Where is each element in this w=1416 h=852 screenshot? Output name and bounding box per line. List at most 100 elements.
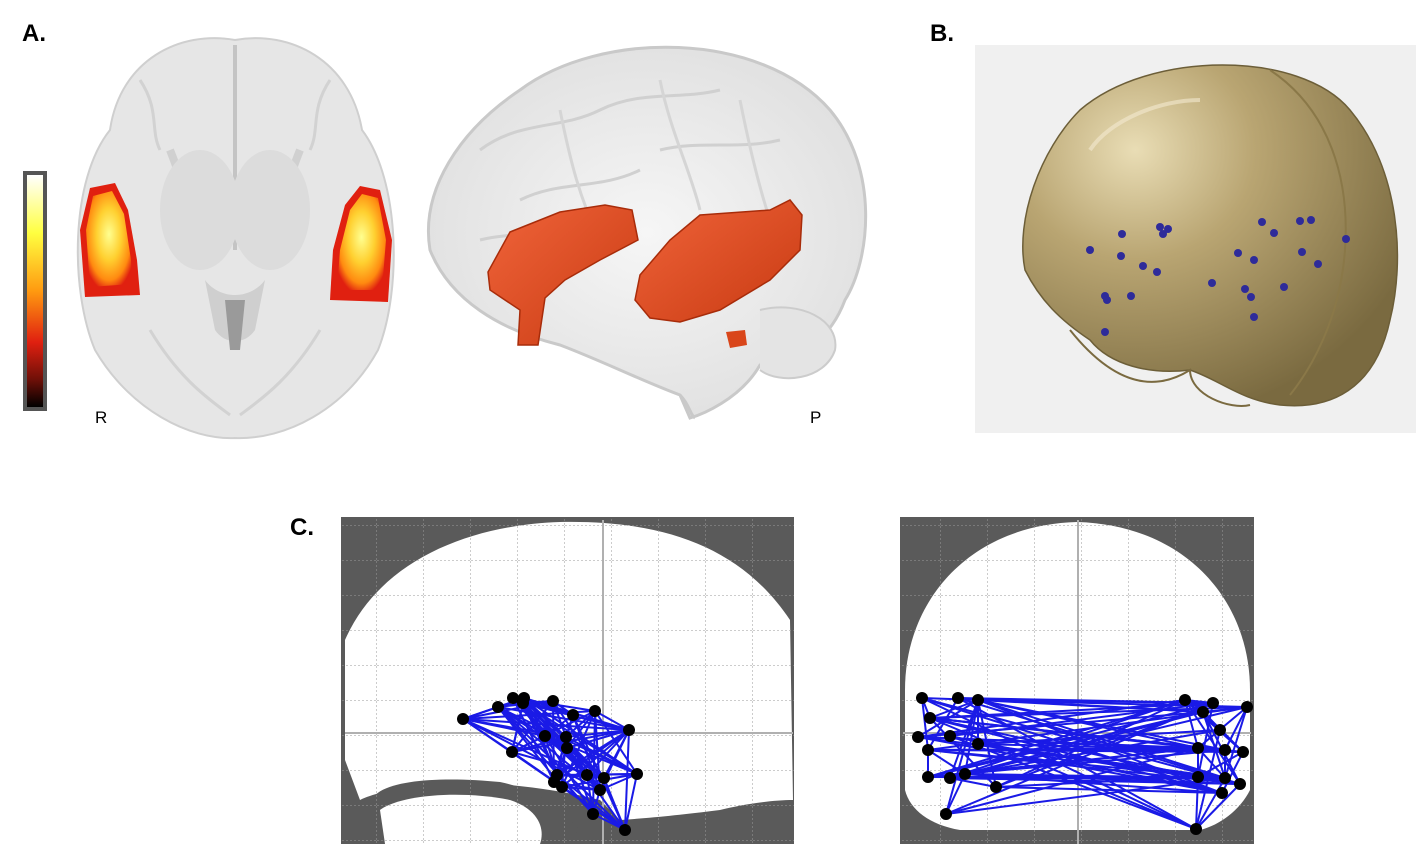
graph-node [940,808,952,820]
scalp-surface [1022,64,1399,407]
connection-line [995,786,1223,794]
graph-node [556,781,568,793]
connection-line [566,747,605,779]
graph-node [916,692,928,704]
connection-line [565,710,596,738]
electrode [1270,229,1278,237]
connection-line [512,697,555,783]
coronal-connections [917,697,1248,830]
graph-node [944,730,956,742]
electrode [1307,216,1315,224]
connection-line [921,697,929,751]
electrode [1250,313,1258,321]
connection-line [586,773,638,776]
electrode [1234,249,1242,257]
graph-node [457,713,469,725]
connection-line [1195,783,1241,830]
connection-line [462,700,554,720]
connection-line [561,786,601,791]
connection-line [927,749,1244,753]
electrode [1139,262,1147,270]
graph-node [587,808,599,820]
connection-line [1221,751,1244,794]
connection-line [927,699,1186,778]
electrode [1086,246,1094,254]
graph-node [1237,746,1249,758]
connection-line [561,729,630,788]
connection-line [995,699,1186,788]
electrode [1247,293,1255,301]
electrode-dots [1086,216,1350,336]
connection-line [964,747,1199,775]
electrode [1156,223,1164,231]
graph-node [972,738,984,750]
connection-line [927,711,1204,778]
electrode [1153,268,1161,276]
connection-line [624,729,630,831]
graph-node [547,695,559,707]
connection-line [1202,711,1226,779]
graph-node [1192,742,1204,754]
graph-node [990,781,1002,793]
connection-line [497,706,626,831]
electrode [1342,235,1350,243]
coronal-nodes [912,692,1253,835]
graph-node [912,731,924,743]
sagittal-nodes [457,692,643,836]
connection-line [1224,706,1248,751]
axial-brain-slice [76,37,395,440]
panel-c-label: C. [290,514,314,541]
connection-line [566,710,596,749]
connection-line [544,735,638,775]
electrode [1118,230,1126,238]
connection-line [1184,699,1199,749]
graph-node [567,709,579,721]
electrode [1280,283,1288,291]
connection-line [945,702,1214,815]
sagittal-glass-brain [341,517,794,844]
graph-node [623,724,635,736]
connection-line [511,702,524,753]
connection-line [511,700,554,753]
connection-line [511,729,630,753]
connection-line [511,736,567,753]
graph-node [1234,778,1246,790]
graph-node [1179,694,1191,706]
connection-line [586,729,630,776]
graph-node [581,769,593,781]
graph-node [506,746,518,758]
connection-line [544,735,588,776]
electrode [1159,230,1167,238]
electrode [1164,225,1172,233]
connection-line [945,773,966,815]
graph-node [952,692,964,704]
graph-node [589,705,601,717]
left-render-region [487,204,639,346]
electrode [1208,279,1216,287]
left-temporal-activation [80,183,140,297]
connection-line [1197,751,1244,778]
graph-node [561,742,573,754]
electrode [1258,218,1266,226]
graph-node [631,768,643,780]
connection-line [929,717,1197,830]
connection-line [1197,747,1226,779]
graph-node [1197,706,1209,718]
graph-node [539,730,551,742]
electrode [1241,285,1249,293]
axial-side-label: R [95,408,108,427]
electrode [1250,256,1258,264]
connection-line [552,700,567,738]
connection-line [1195,776,1199,830]
graph-node [944,772,956,784]
graph-node [1219,744,1231,756]
connection-line [592,710,596,815]
connection-line [624,773,638,831]
graph-node [1241,701,1253,713]
connection-line [511,735,546,753]
connection-line [964,699,979,775]
electrode [1296,217,1304,225]
graph-node [598,772,610,784]
right-render-region [634,199,803,348]
